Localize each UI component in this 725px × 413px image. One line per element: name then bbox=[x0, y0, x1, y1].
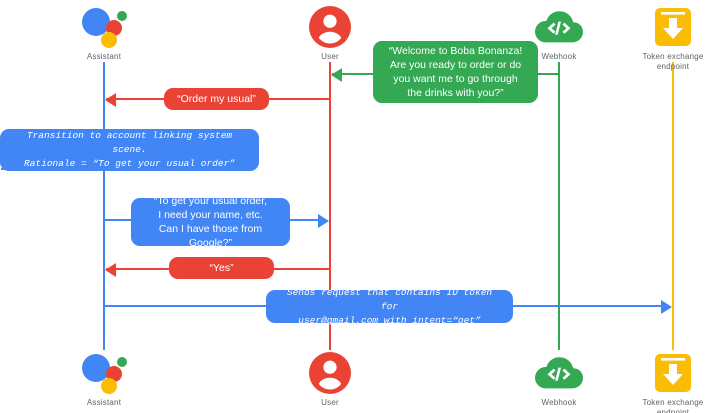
actor-token-endpoint-top: Token exchange endpoint bbox=[613, 4, 725, 72]
actor-token-endpoint-bottom: Token exchange endpoint bbox=[613, 350, 725, 413]
message-bubble-welcome: “Welcome to Boba Bonanza! Are you ready … bbox=[373, 41, 538, 103]
arrow-head-yes-reply bbox=[105, 263, 116, 277]
google-assistant-icon bbox=[44, 4, 164, 50]
actor-assistant-bottom: Assistant bbox=[44, 350, 164, 408]
lifeline-token-endpoint bbox=[672, 62, 674, 350]
message-bubble-sends-request-note: Sends request that contains ID token for… bbox=[266, 287, 513, 326]
actor-label-token-endpoint-top: Token exchange endpoint bbox=[642, 52, 704, 71]
download-box-icon bbox=[613, 350, 725, 396]
message-bubble-need-name-request: “To get your usual order, I need your na… bbox=[131, 195, 290, 249]
cloud-code-icon bbox=[499, 350, 619, 396]
actor-webhook-bottom: Webhook bbox=[499, 350, 619, 408]
google-assistant-icon bbox=[44, 350, 164, 396]
actor-label-user-bottom: User bbox=[321, 398, 339, 407]
arrow-head-welcome bbox=[331, 68, 342, 82]
actor-webhook-top: Webhook bbox=[499, 4, 619, 62]
message-bubble-order-my-usual: “Order my usual” bbox=[164, 88, 269, 110]
actor-label-webhook-top: Webhook bbox=[541, 52, 577, 61]
actor-label-user-top: User bbox=[321, 52, 339, 61]
actor-label-assistant-bottom: Assistant bbox=[86, 398, 122, 407]
actor-label-webhook-bottom: Webhook bbox=[541, 398, 577, 407]
arrow-head-sends-request-note bbox=[661, 300, 672, 314]
arrow-head-need-name-request bbox=[318, 214, 329, 228]
actor-assistant-top: Assistant bbox=[44, 4, 164, 62]
actor-user-bottom: User bbox=[270, 350, 390, 408]
message-bubble-yes-reply: “Yes” bbox=[169, 257, 274, 279]
message-bubble-transition-note: Transition to account linking system sce… bbox=[0, 129, 259, 171]
lifeline-webhook bbox=[558, 62, 560, 350]
download-box-icon bbox=[613, 4, 725, 50]
actor-label-token-endpoint-bottom: Token exchange endpoint bbox=[642, 398, 704, 413]
user-avatar-icon bbox=[270, 4, 390, 50]
actor-label-assistant-top: Assistant bbox=[86, 52, 122, 61]
user-avatar-icon bbox=[270, 350, 390, 396]
arrow-head-order-my-usual bbox=[105, 93, 116, 107]
lifeline-user bbox=[329, 62, 331, 350]
actor-user-top: User bbox=[270, 4, 390, 62]
lifeline-assistant bbox=[103, 62, 105, 350]
cloud-code-icon bbox=[499, 4, 619, 50]
